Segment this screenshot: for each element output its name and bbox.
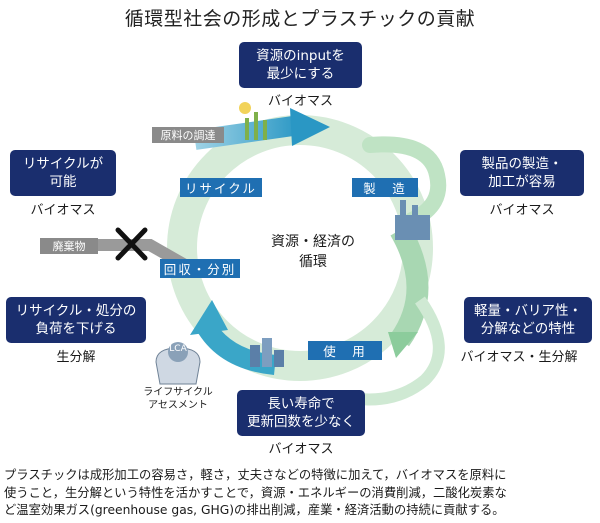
lca-caption: ライフサイクル アセスメント [143,387,213,411]
waste-tag: 廃棄物 [40,238,98,254]
raw-material-tag: 原料の調達 [152,127,224,143]
box-manufacture: 製品の製造・ 加工が容易 [460,150,584,196]
box-longlife: 長い寿命で 更新回数を少なく [237,390,365,436]
right-down-arrowhead [388,332,418,358]
box-burden: リサイクル・処分の 負荷を下げる [6,297,146,343]
diagram-title: 循環型社会の形成とプラスチックの貢献 [124,8,476,30]
cross-icon [115,227,148,261]
sub-recycle: バイオマス [30,203,96,218]
sub-light: バイオマス・生分解 [460,350,578,365]
box-light: 軽量・バリア性・ 分解などの特性 [464,297,592,343]
cycle-center-text: 資源・経済の 循環 [271,234,355,270]
city-icon [250,338,284,367]
waste-arrow [95,239,188,271]
lca-icon [155,342,201,385]
lca-icon-label: LCA [169,344,187,354]
top-arrowhead [290,108,330,146]
upper-right-arrow [362,136,447,228]
sub-manufacture: バイオマス [489,203,555,218]
bottom-left-arrowhead [190,300,228,335]
sub-burden: 生分解 [56,350,96,365]
manufacture-label: 製 造 [352,178,418,197]
box-input: 資源のinputを 最少にする [239,42,362,88]
right-down-arrow [390,224,429,347]
factory-icon [395,200,430,240]
plant-icon [239,102,267,140]
recycle-label: リサイクル [180,178,262,197]
box-recycle: リサイクルが 可能 [10,150,116,196]
lower-right-arrow [349,296,445,406]
description-text: プラスチックは成形加工の容易さ，軽さ，丈夫さなどの特徴に加えて，バイオマスを原料… [4,468,507,517]
use-label: 使 用 [308,341,382,360]
collect-label: 回収・分別 [160,259,240,278]
sub-input: バイオマス [267,94,333,109]
sub-longlife: バイオマス [268,442,334,457]
